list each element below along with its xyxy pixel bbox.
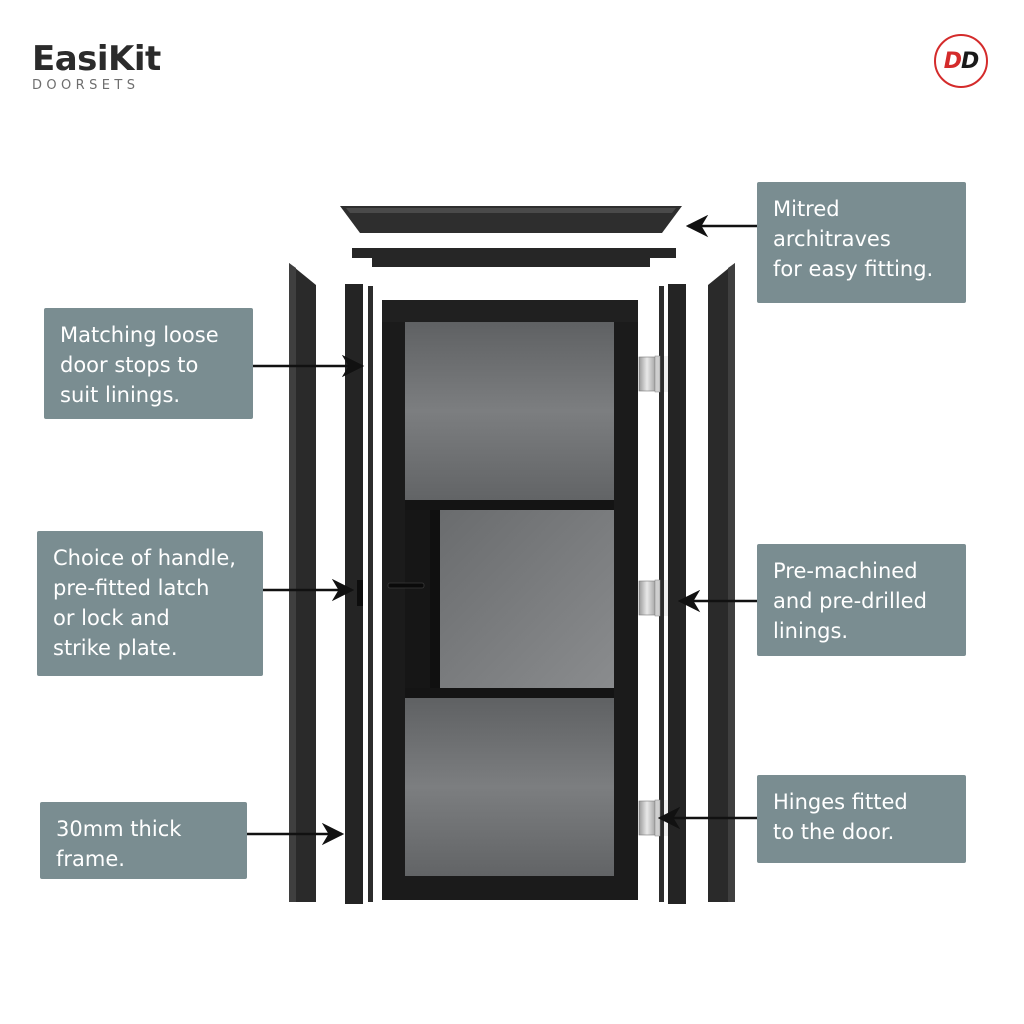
door-top-rail	[382, 300, 638, 322]
dd-letter-1: D	[943, 48, 962, 74]
right-door-stop	[659, 286, 664, 902]
transom-bar-upper	[405, 500, 614, 510]
glass-panel-bottom	[405, 698, 614, 876]
lock-stile-edge	[430, 510, 440, 688]
lock-stile-panel	[405, 510, 432, 688]
hinge-recess-top	[664, 356, 668, 392]
left-door-stop	[368, 286, 373, 902]
dd-badge-text: DD	[943, 48, 980, 74]
strike-plate	[357, 580, 363, 606]
hinge-bottom	[638, 799, 661, 837]
glass-panel-top	[405, 322, 614, 500]
left-architrave-face	[289, 263, 296, 902]
transom-bar-lower	[405, 688, 614, 698]
head-lining	[352, 248, 676, 267]
callout-frame-text: 30mm thick frame.	[56, 817, 182, 871]
hinge-middle	[638, 579, 661, 617]
dd-badge-logo: DD	[934, 34, 988, 88]
callout-door-stops-text: Matching loose door stops to suit lining…	[60, 323, 219, 407]
door-handle	[387, 582, 425, 589]
callout-architraves: Mitred architraves for easy fitting.	[757, 182, 966, 303]
brand-name: EasiKit	[32, 39, 161, 79]
right-architrave-face	[728, 263, 735, 902]
dd-letter-2: D	[961, 48, 979, 74]
callout-linings-text: Pre-machined and pre-drilled linings.	[773, 559, 927, 643]
brand-subtitle: DOORSETS	[32, 78, 140, 93]
brand-logo: EasiKit DOORSETS	[32, 42, 161, 94]
callout-door-stops: Matching loose door stops to suit lining…	[44, 308, 253, 419]
right-lining	[668, 284, 686, 904]
callout-handle-text: Choice of handle, pre-fitted latch or lo…	[53, 546, 236, 660]
callout-frame: 30mm thick frame.	[40, 802, 247, 879]
callout-hinges-text: Hinges fitted to the door.	[773, 790, 908, 844]
top-architrave-highlight	[346, 208, 676, 213]
callout-architraves-text: Mitred architraves for easy fitting.	[773, 197, 934, 281]
callout-hinges: Hinges fitted to the door.	[757, 775, 966, 863]
callout-handle: Choice of handle, pre-fitted latch or lo…	[37, 531, 263, 676]
callout-linings: Pre-machined and pre-drilled linings.	[757, 544, 966, 656]
glass-panel-middle	[440, 510, 614, 688]
hinge-recess-middle	[664, 580, 668, 616]
hinge-top	[638, 355, 661, 393]
